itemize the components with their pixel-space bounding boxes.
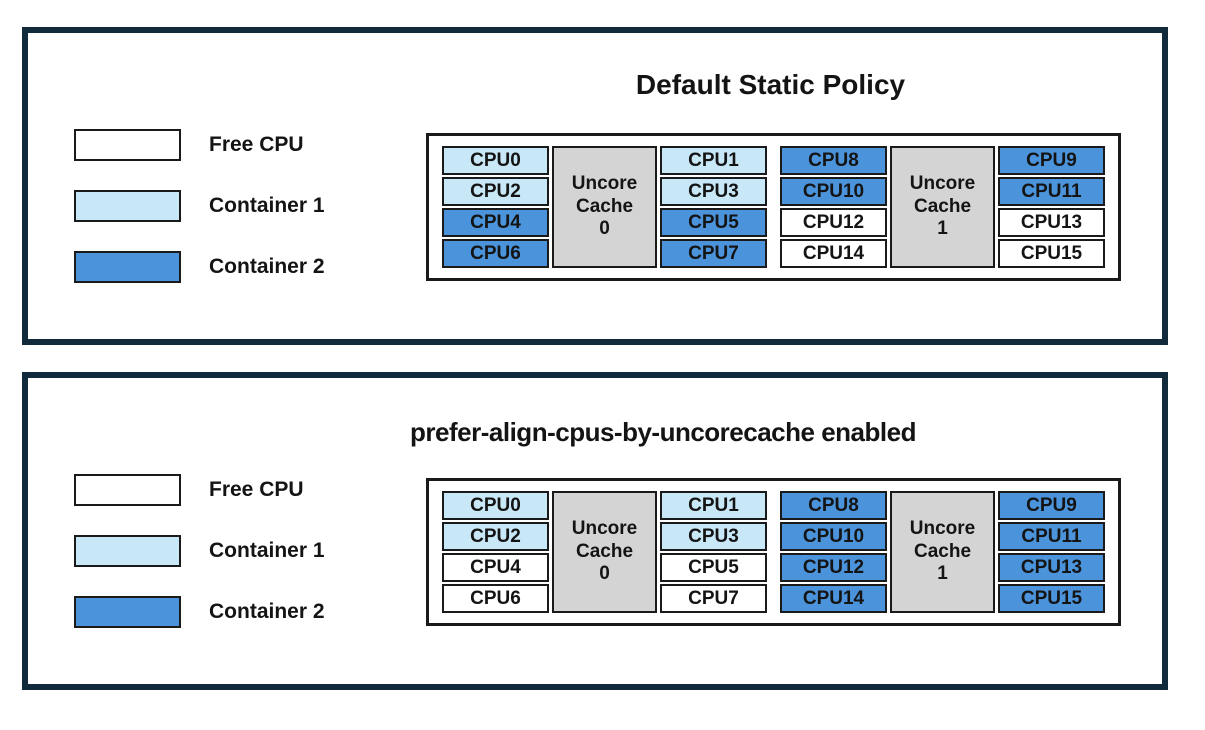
cpu-cell: CPU9 bbox=[998, 146, 1105, 175]
legend: Free CPU Container 1 Container 2 bbox=[74, 129, 325, 312]
cpu-cell: CPU11 bbox=[998, 522, 1105, 551]
uncore-label-line: 1 bbox=[937, 218, 948, 240]
legend-label: Container 1 bbox=[209, 539, 325, 562]
legend-label: Container 2 bbox=[209, 600, 325, 623]
cpu-cell: CPU10 bbox=[780, 177, 887, 206]
cpu-cell: CPU3 bbox=[660, 177, 767, 206]
uncore-label-line: Uncore bbox=[571, 517, 638, 539]
uncore-group-0: CPU0 CPU2 CPU4 CPU6 Uncore Cache 0 CPU1 … bbox=[442, 146, 767, 268]
cpu-cell: CPU1 bbox=[660, 491, 767, 520]
cpu-cell: CPU8 bbox=[780, 491, 887, 520]
panel-title: prefer-align-cpus-by-uncorecache enabled bbox=[410, 417, 916, 447]
panel-default-static-policy: Default Static Policy Free CPU Container… bbox=[22, 27, 1168, 345]
uncore-cache-box: Uncore Cache 0 bbox=[552, 491, 657, 613]
legend-item: Container 2 bbox=[74, 251, 325, 283]
legend-swatch-free-cpu bbox=[74, 474, 181, 506]
cpu-column: CPU1 CPU3 CPU5 CPU7 bbox=[660, 491, 767, 613]
uncore-cache-box: Uncore Cache 1 bbox=[890, 491, 995, 613]
cpu-cell: CPU12 bbox=[780, 208, 887, 237]
cpu-column: CPU0 CPU2 CPU4 CPU6 bbox=[442, 491, 549, 613]
cpu-cell: CPU4 bbox=[442, 208, 549, 237]
legend-swatch-container-1 bbox=[74, 190, 181, 222]
legend-swatch-container-2 bbox=[74, 596, 181, 628]
cpu-cell: CPU6 bbox=[442, 584, 549, 613]
cpu-cell: CPU13 bbox=[998, 553, 1105, 582]
cpu-column: CPU9 CPU11 CPU13 CPU15 bbox=[998, 146, 1105, 268]
cpu-cell: CPU14 bbox=[780, 584, 887, 613]
cpu-cell: CPU5 bbox=[660, 208, 767, 237]
legend-item: Container 1 bbox=[74, 535, 325, 567]
cpu-cell: CPU4 bbox=[442, 553, 549, 582]
cpu-cell: CPU7 bbox=[660, 584, 767, 613]
cpu-column: CPU9 CPU11 CPU13 CPU15 bbox=[998, 491, 1105, 613]
cpu-cell: CPU7 bbox=[660, 239, 767, 268]
cpu-cell: CPU10 bbox=[780, 522, 887, 551]
cpu-cell: CPU5 bbox=[660, 553, 767, 582]
cpu-cell: CPU9 bbox=[998, 491, 1105, 520]
uncore-label-line: Cache bbox=[575, 195, 634, 217]
cpu-cell: CPU15 bbox=[998, 584, 1105, 613]
uncore-cache-box: Uncore Cache 1 bbox=[890, 146, 995, 268]
cpu-column: CPU8 CPU10 CPU12 CPU14 bbox=[780, 146, 887, 268]
legend-swatch-container-1 bbox=[74, 535, 181, 567]
legend-swatch-container-2 bbox=[74, 251, 181, 283]
legend-label: Free CPU bbox=[209, 478, 304, 501]
cpu-cell: CPU15 bbox=[998, 239, 1105, 268]
cpu-cell: CPU2 bbox=[442, 177, 549, 206]
uncore-label-line: Cache bbox=[575, 540, 634, 562]
panel-prefer-align-uncorecache: prefer-align-cpus-by-uncorecache enabled… bbox=[22, 372, 1168, 690]
uncore-label-line: Uncore bbox=[909, 172, 976, 194]
uncore-label-line: Uncore bbox=[909, 517, 976, 539]
legend-swatch-free-cpu bbox=[74, 129, 181, 161]
cpu-cell: CPU12 bbox=[780, 553, 887, 582]
cpu-cell: CPU0 bbox=[442, 491, 549, 520]
cpu-column: CPU8 CPU10 CPU12 CPU14 bbox=[780, 491, 887, 613]
uncore-cache-box: Uncore Cache 0 bbox=[552, 146, 657, 268]
uncore-group-1: CPU8 CPU10 CPU12 CPU14 Uncore Cache 1 CP… bbox=[780, 491, 1105, 613]
uncore-label-line: 1 bbox=[937, 563, 948, 585]
cpu-cell: CPU0 bbox=[442, 146, 549, 175]
cpu-cell: CPU6 bbox=[442, 239, 549, 268]
uncore-label-line: Cache bbox=[913, 540, 972, 562]
uncore-group-0: CPU0 CPU2 CPU4 CPU6 Uncore Cache 0 CPU1 … bbox=[442, 491, 767, 613]
legend-label: Container 1 bbox=[209, 194, 325, 217]
cpu-diagram: CPU0 CPU2 CPU4 CPU6 Uncore Cache 0 CPU1 … bbox=[426, 478, 1121, 626]
cpu-column: CPU1 CPU3 CPU5 CPU7 bbox=[660, 146, 767, 268]
cpu-cell: CPU13 bbox=[998, 208, 1105, 237]
legend: Free CPU Container 1 Container 2 bbox=[74, 474, 325, 657]
legend-item: Container 1 bbox=[74, 190, 325, 222]
uncore-label-line: Cache bbox=[913, 195, 972, 217]
panel-title: Default Static Policy bbox=[635, 69, 906, 100]
uncore-group-1: CPU8 CPU10 CPU12 CPU14 Uncore Cache 1 CP… bbox=[780, 146, 1105, 268]
cpu-cell: CPU11 bbox=[998, 177, 1105, 206]
cpu-cell: CPU3 bbox=[660, 522, 767, 551]
uncore-label-line: 0 bbox=[599, 563, 610, 585]
legend-item: Free CPU bbox=[74, 474, 325, 506]
uncore-label-line: 0 bbox=[599, 218, 610, 240]
cpu-diagram: CPU0 CPU2 CPU4 CPU6 Uncore Cache 0 CPU1 … bbox=[426, 133, 1121, 281]
legend-label: Free CPU bbox=[209, 133, 304, 156]
legend-item: Container 2 bbox=[74, 596, 325, 628]
legend-label: Container 2 bbox=[209, 255, 325, 278]
uncore-label-line: Uncore bbox=[571, 172, 638, 194]
cpu-cell: CPU1 bbox=[660, 146, 767, 175]
cpu-cell: CPU8 bbox=[780, 146, 887, 175]
cpu-cell: CPU2 bbox=[442, 522, 549, 551]
legend-item: Free CPU bbox=[74, 129, 325, 161]
cpu-column: CPU0 CPU2 CPU4 CPU6 bbox=[442, 146, 549, 268]
cpu-cell: CPU14 bbox=[780, 239, 887, 268]
